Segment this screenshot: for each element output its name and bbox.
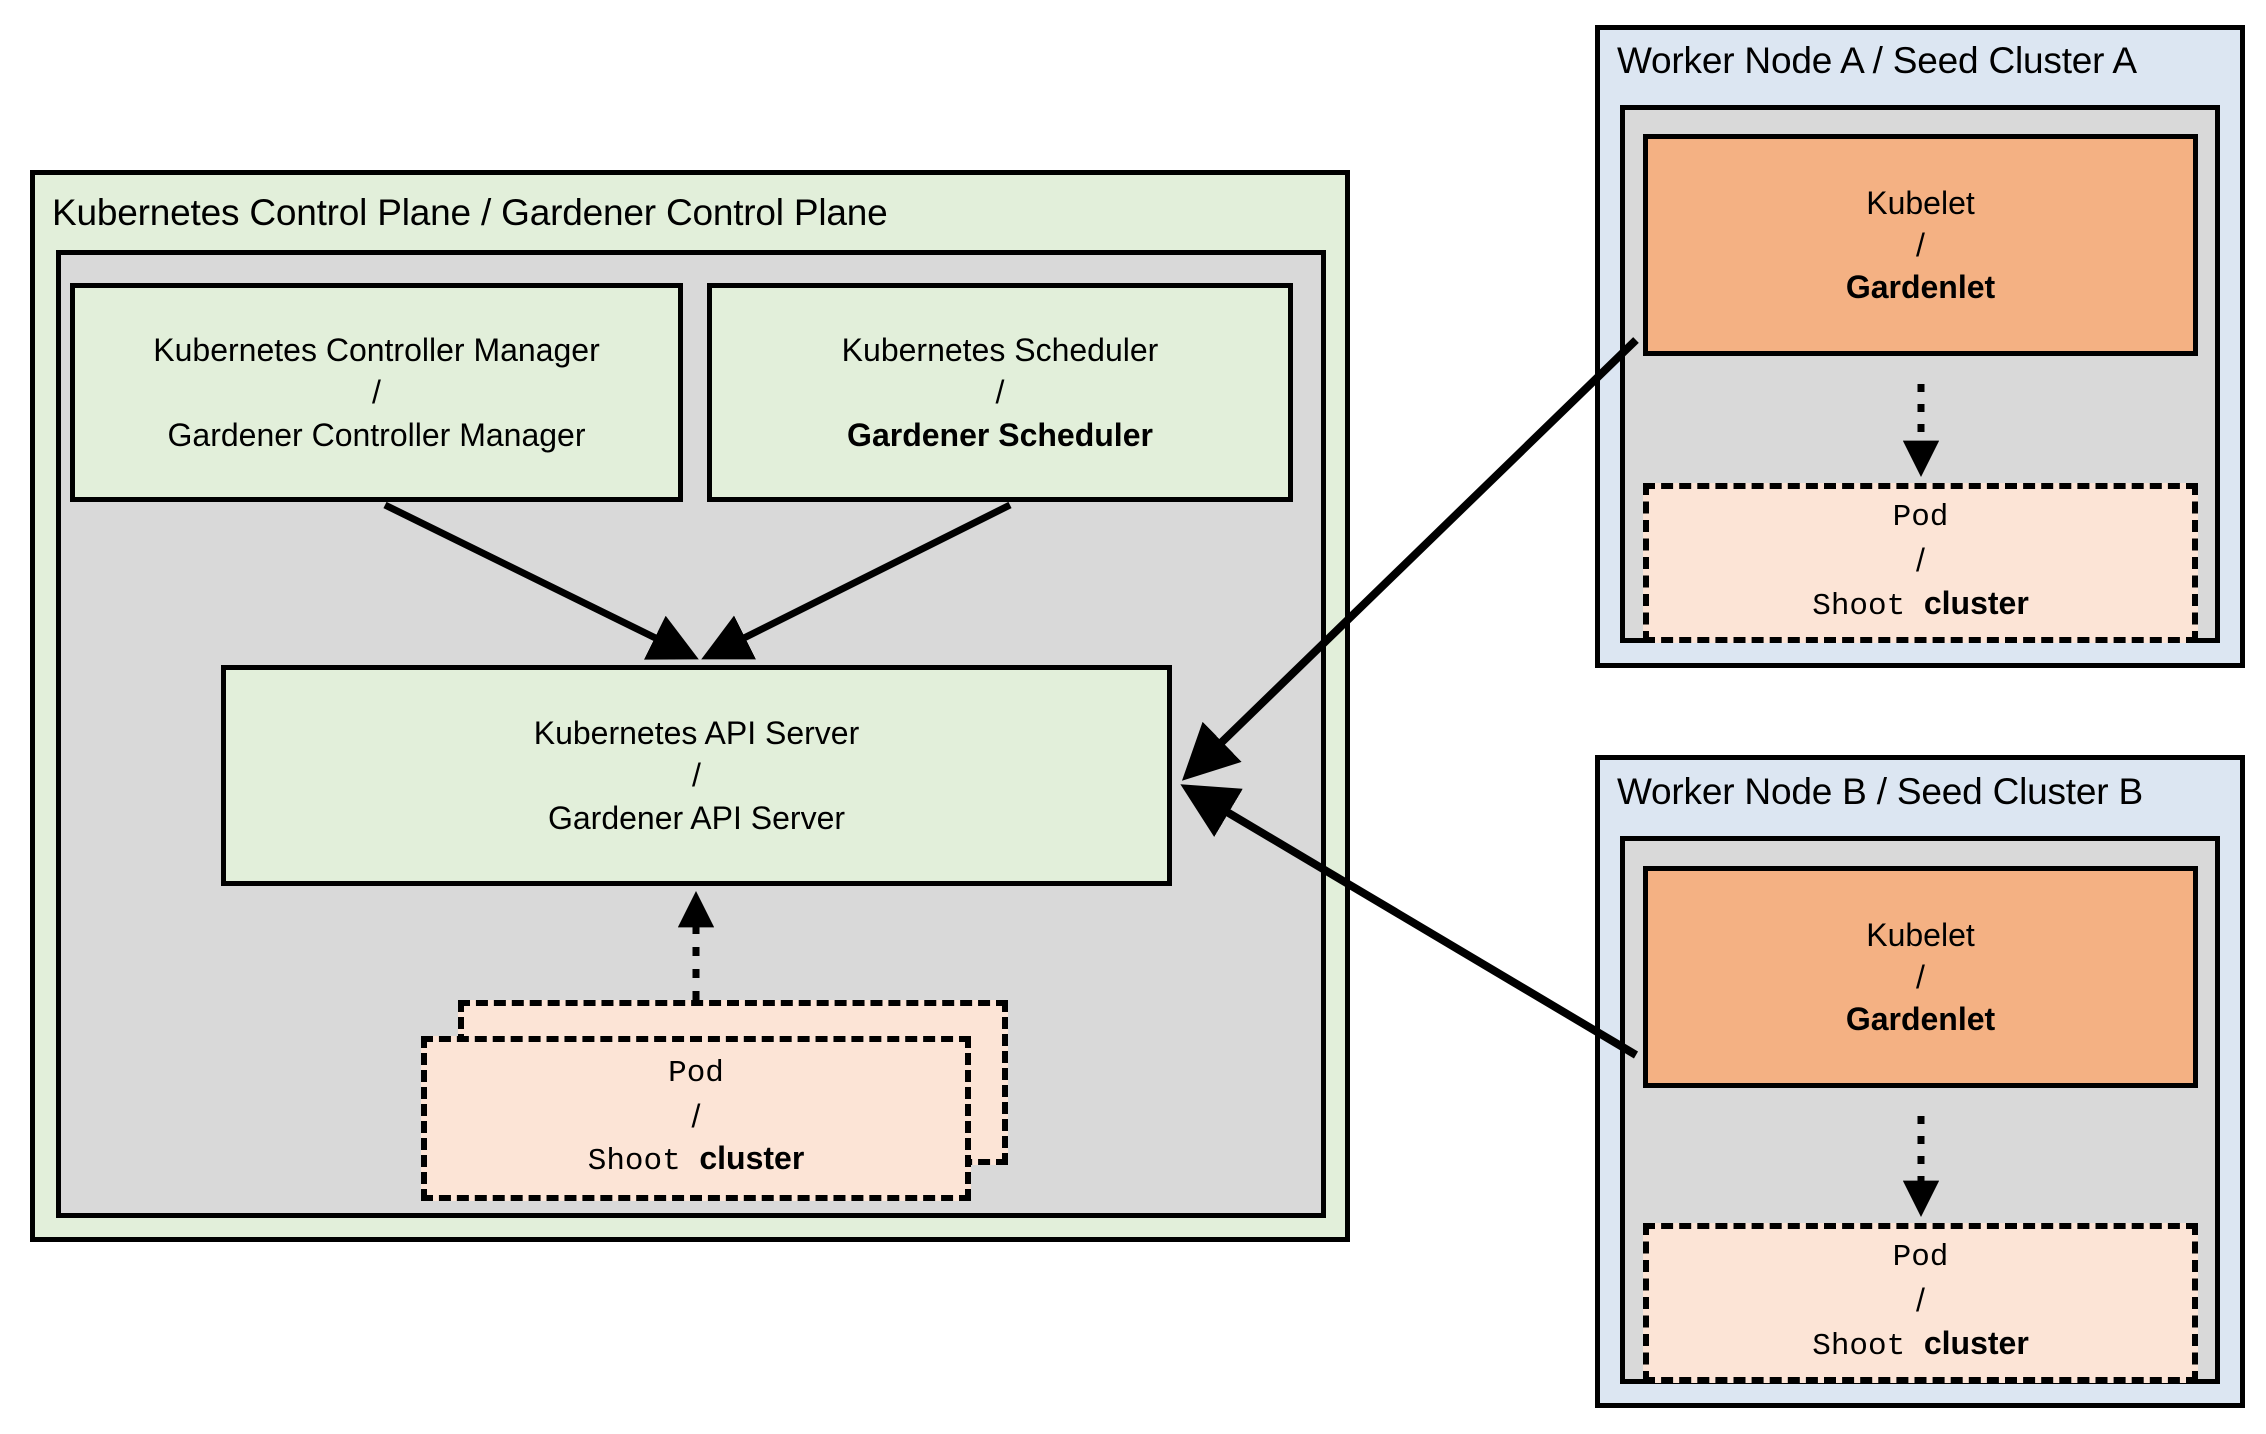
worker-node-a-pod-separator: / <box>1916 542 1925 579</box>
worker-node-b-pod-shoot-label: Shoot <box>1812 1328 1924 1364</box>
control-plane-pod-cluster-label: cluster <box>699 1140 805 1177</box>
worker-node-a-pod-shoot-label: Shoot <box>1812 588 1924 624</box>
control-plane-pod-line-2: Shoot cluster <box>588 1137 805 1183</box>
worker-node-b-pod-box[interactable]: Pod / Shoot cluster <box>1643 1223 2198 1383</box>
worker-node-b-title: Worker Node B / Seed Cluster B <box>1617 771 2143 812</box>
worker-node-a-pod-box[interactable]: Pod / Shoot cluster <box>1643 483 2198 643</box>
worker-node-a-pod-line-1: Pod <box>1892 500 1949 536</box>
worker-node-a-kubelet-separator: / <box>1916 226 1925 263</box>
worker-node-b-pod-line-2: Shoot cluster <box>1812 1322 2029 1368</box>
worker-node-b-kubelet-line-1: Kubelet <box>1866 916 1975 953</box>
scheduler-separator: / <box>995 374 1005 411</box>
control-plane-title: Kubernetes Control Plane / Gardener Cont… <box>52 192 888 233</box>
control-plane-pod-line-1: Pod <box>668 1055 724 1091</box>
control-plane-pod-box[interactable]: Pod / Shoot cluster <box>421 1036 971 1201</box>
controller-manager-line-2: Gardener Controller Manager <box>167 416 586 453</box>
scheduler-line-2: Gardener Scheduler <box>847 416 1153 453</box>
api-server-line-1: Kubernetes API Server <box>533 715 860 752</box>
worker-node-a-kubelet-line-1: Kubelet <box>1866 184 1975 221</box>
scheduler-line-1: Kubernetes Scheduler <box>841 332 1159 369</box>
worker-node-b-pod-separator: / <box>1916 1282 1925 1319</box>
api-server-separator: / <box>692 757 701 794</box>
worker-node-a-gardenlet-line-2: Gardenlet <box>1845 269 1996 306</box>
kubernetes-api-server-box[interactable]: Kubernetes API Server / Gardener API Ser… <box>221 665 1172 886</box>
api-server-line-2: Gardener API Server <box>547 799 846 836</box>
worker-node-b-pod-line-1: Pod <box>1892 1240 1949 1276</box>
controller-manager-line-1: Kubernetes Controller Manager <box>153 332 600 369</box>
control-plane-pod-separator: / <box>691 1097 701 1134</box>
worker-node-b-pod-cluster-label: cluster <box>1923 1324 2029 1361</box>
worker-node-a-pod-line-2: Shoot cluster <box>1812 582 2029 628</box>
kubernetes-controller-manager-box[interactable]: Kubernetes Controller Manager / Gardener… <box>70 283 683 502</box>
worker-node-b-kubelet-box[interactable]: Kubelet / Gardenlet <box>1643 866 2198 1088</box>
worker-node-a-pod-cluster-label: cluster <box>1923 584 2029 621</box>
worker-node-b-kubelet-separator: / <box>1916 958 1925 995</box>
worker-node-b-gardenlet-line-2: Gardenlet <box>1845 1001 1996 1038</box>
controller-manager-separator: / <box>372 374 381 411</box>
control-plane-pod-shoot-label: Shoot <box>587 1144 700 1180</box>
worker-node-a-kubelet-box[interactable]: Kubelet / Gardenlet <box>1643 134 2198 356</box>
worker-node-a-title: Worker Node A / Seed Cluster A <box>1617 40 2137 81</box>
kubernetes-scheduler-box[interactable]: Kubernetes Scheduler / Gardener Schedule… <box>707 283 1293 502</box>
